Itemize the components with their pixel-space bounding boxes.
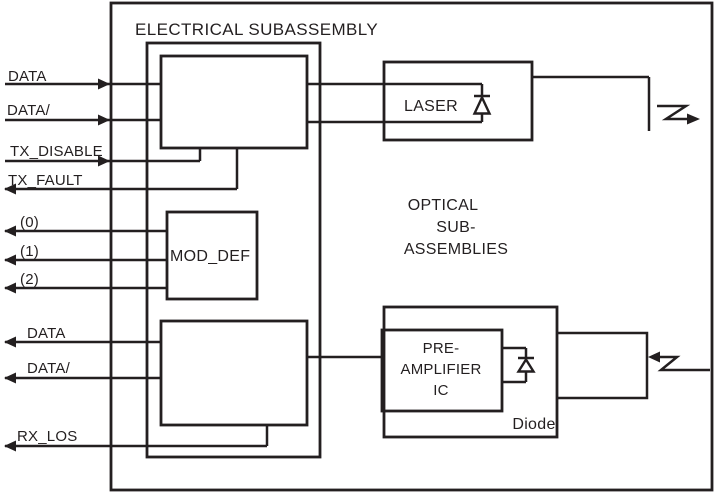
pin-tx-disable: TX_DISABLE (5, 143, 202, 167)
tosa-box (382, 60, 534, 142)
tx-fault-label: TX_FAULT (8, 172, 83, 189)
rx-data-label: DATA (27, 325, 66, 342)
mod-def-0-label: (0) (20, 214, 39, 231)
rx-fiber-port (557, 331, 710, 400)
arrow-right-icon (98, 78, 110, 90)
laser-block: LASER (307, 82, 492, 124)
arrow-right-icon (98, 155, 110, 167)
mod-def-1-label: (1) (20, 243, 39, 260)
tx-disable-label: TX_DISABLE (10, 143, 103, 160)
arrow-left-icon (4, 372, 16, 384)
arrow-right-icon (98, 114, 110, 126)
photodiode-icon (502, 346, 536, 384)
optical-line1: OPTICAL (408, 197, 479, 214)
pin-rx-data-bar: DATA/ (4, 360, 161, 384)
optical-line3: ASSEMBLIES (404, 241, 508, 258)
pin-mod-def-0: (0) (4, 214, 167, 237)
pin-rx-data: DATA (4, 325, 161, 348)
preamp-line3: IC (433, 382, 448, 399)
optical-line2: SUB- (436, 219, 475, 236)
post-amplifier-ic-box (159, 319, 309, 427)
tx-data-bar-label: DATA/ (7, 102, 51, 119)
electrical-subassembly-box (145, 41, 322, 459)
fiber-tx-icon (657, 104, 700, 125)
arrow-left-icon (648, 351, 660, 363)
preamplifier-ic-box (380, 328, 504, 413)
arrow-left-icon (4, 183, 16, 195)
pin-tx-data: DATA (5, 68, 161, 90)
pin-mod-def-2: (2) (4, 271, 167, 294)
electrical-subassembly-title: ELECTRICAL SUBASSEMBLY (135, 20, 378, 39)
arrow-left-icon (4, 282, 16, 294)
rosa-box (382, 305, 559, 439)
arrow-left-icon (4, 254, 16, 266)
preamp-line1: PRE- (423, 340, 460, 357)
fiber-zigzag (657, 355, 710, 372)
mod-def-2-label: (2) (20, 271, 39, 288)
arrow-left-icon (4, 336, 16, 348)
pin-mod-def-1: (1) (4, 243, 167, 266)
diode-triangle (472, 94, 492, 115)
preamplifier-label: PRE- AMPLIFIER IC (401, 340, 482, 399)
arrow-left-icon (4, 225, 16, 237)
module-boundary-box (109, 1, 714, 492)
tx-data-label: DATA (8, 68, 47, 85)
rx-data-bar-label: DATA/ (27, 360, 71, 377)
laser-diode-icon (472, 84, 492, 122)
mod-def-box (165, 210, 259, 301)
rx-los-label: RX_LOS (17, 428, 77, 445)
arrow-left-icon (4, 440, 16, 452)
preamp-line2: AMPLIFIER (401, 361, 482, 378)
pin-tx-data-bar: DATA/ (5, 102, 161, 126)
fiber-rx-icon (648, 351, 710, 372)
pin-tx-fault: TX_FAULT (4, 148, 239, 195)
arrow-right-icon (687, 113, 700, 125)
optical-subassemblies-label: OPTICAL SUB- ASSEMBLIES (404, 197, 508, 258)
laser-driver-ic-box (159, 54, 309, 150)
tx-fiber-port (532, 75, 700, 131)
fiber-zigzag (657, 104, 691, 121)
diode-label: Diode (512, 416, 555, 433)
pd-triangle (516, 357, 536, 373)
pin-rx-los: RX_LOS (4, 425, 269, 452)
mod-def-label: MOD_DEF (170, 248, 250, 265)
rx-receptacle-outline (557, 331, 649, 400)
laser-label: LASER (404, 98, 458, 115)
